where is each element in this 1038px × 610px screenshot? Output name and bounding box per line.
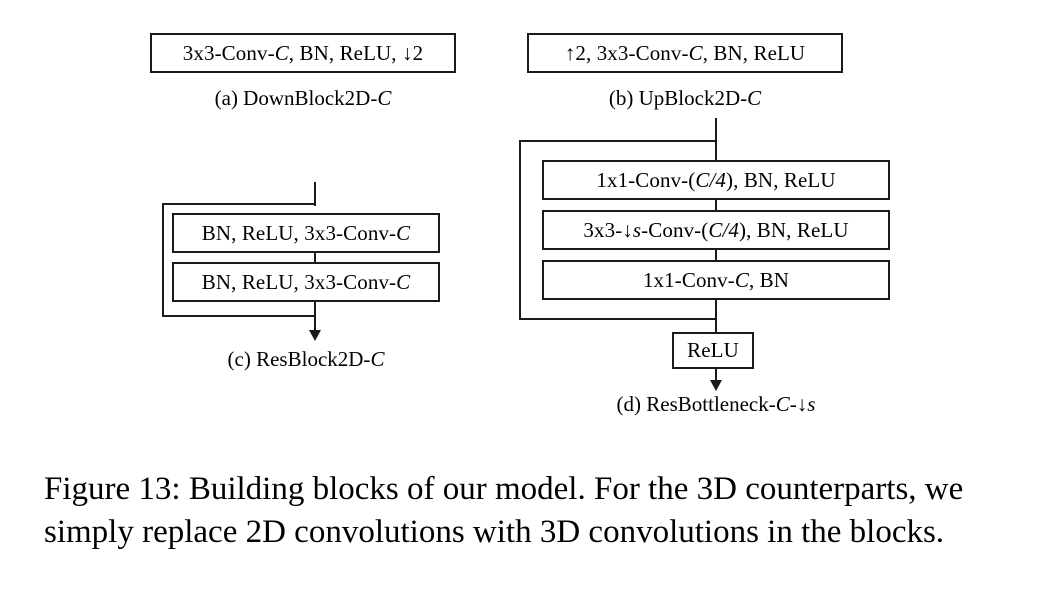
resbottleneck-trunk-line-top — [715, 118, 717, 160]
resbottleneck-op-box-3: 1x1-Conv-C, BN — [542, 260, 890, 300]
resbottleneck-trunk-line-bottom — [715, 300, 717, 333]
downblock2d-op-box: 3x3-Conv-C, BN, ReLU, ↓2 — [150, 33, 456, 73]
resblock2d-skip-line-bottom — [162, 315, 316, 317]
resbottleneck-op-box-1: 1x1-Conv-(C/4), BN, ReLU — [542, 160, 890, 200]
panel-c-caption: (c) ResBlock2D-C — [227, 347, 385, 371]
panel-b-caption: (b) UpBlock2D-C — [608, 86, 762, 110]
figure-caption: Figure 13: Building blocks of our model.… — [44, 471, 964, 550]
resbottleneck-output-line — [715, 368, 717, 385]
resblock2d-trunk-line-mid — [314, 252, 316, 262]
resbottleneck-output-arrow — [710, 380, 722, 391]
resbottleneck-trunk-line-mid-2 — [715, 250, 717, 260]
resblock2d-output-arrow — [309, 330, 321, 341]
panel-d-caption: (d) ResBottleneck-C-↓s — [616, 392, 816, 416]
resblock2d-op-box-2: BN, ReLU, 3x3-Conv-C — [172, 262, 440, 302]
resblock2d-trunk-line-bottom — [314, 302, 316, 333]
resbottleneck-op-text-2: 3x3-↓s-Conv-(C/4), BN, ReLU — [583, 217, 849, 242]
resblock2d-op-text-2: BN, ReLU, 3x3-Conv-C — [201, 269, 411, 294]
resblock2d-trunk-line-top — [314, 182, 316, 206]
resbottleneck-relu-text: ReLU — [687, 338, 739, 362]
resbottleneck-skip-line-left — [519, 140, 521, 320]
resbottleneck-skip-line-top — [519, 140, 717, 142]
resbottleneck-op-box-2: 3x3-↓s-Conv-(C/4), BN, ReLU — [542, 210, 890, 250]
upblock2d-op-box: ↑2, 3x3-Conv-C, BN, ReLU — [527, 33, 843, 73]
resblock2d-op-box-1: BN, ReLU, 3x3-Conv-C — [172, 213, 440, 253]
resblock2d-skip-line-top — [162, 203, 316, 205]
resbottleneck-relu-box: ReLU — [672, 332, 754, 369]
resbottleneck-op-text-3: 1x1-Conv-C, BN — [642, 267, 790, 292]
resbottleneck-skip-line-bottom — [519, 318, 717, 320]
resblock2d-skip-line-left — [162, 203, 164, 317]
panel-a-caption: (a) DownBlock2D-C — [214, 86, 392, 110]
resbottleneck-op-text-1: 1x1-Conv-(C/4), BN, ReLU — [596, 167, 836, 192]
upblock2d-op-text: ↑2, 3x3-Conv-C, BN, ReLU — [564, 40, 806, 65]
resblock2d-op-text-1: BN, ReLU, 3x3-Conv-C — [201, 220, 411, 245]
downblock2d-op-text: 3x3-Conv-C, BN, ReLU, ↓2 — [182, 40, 424, 65]
resbottleneck-trunk-line-mid-1 — [715, 200, 717, 210]
